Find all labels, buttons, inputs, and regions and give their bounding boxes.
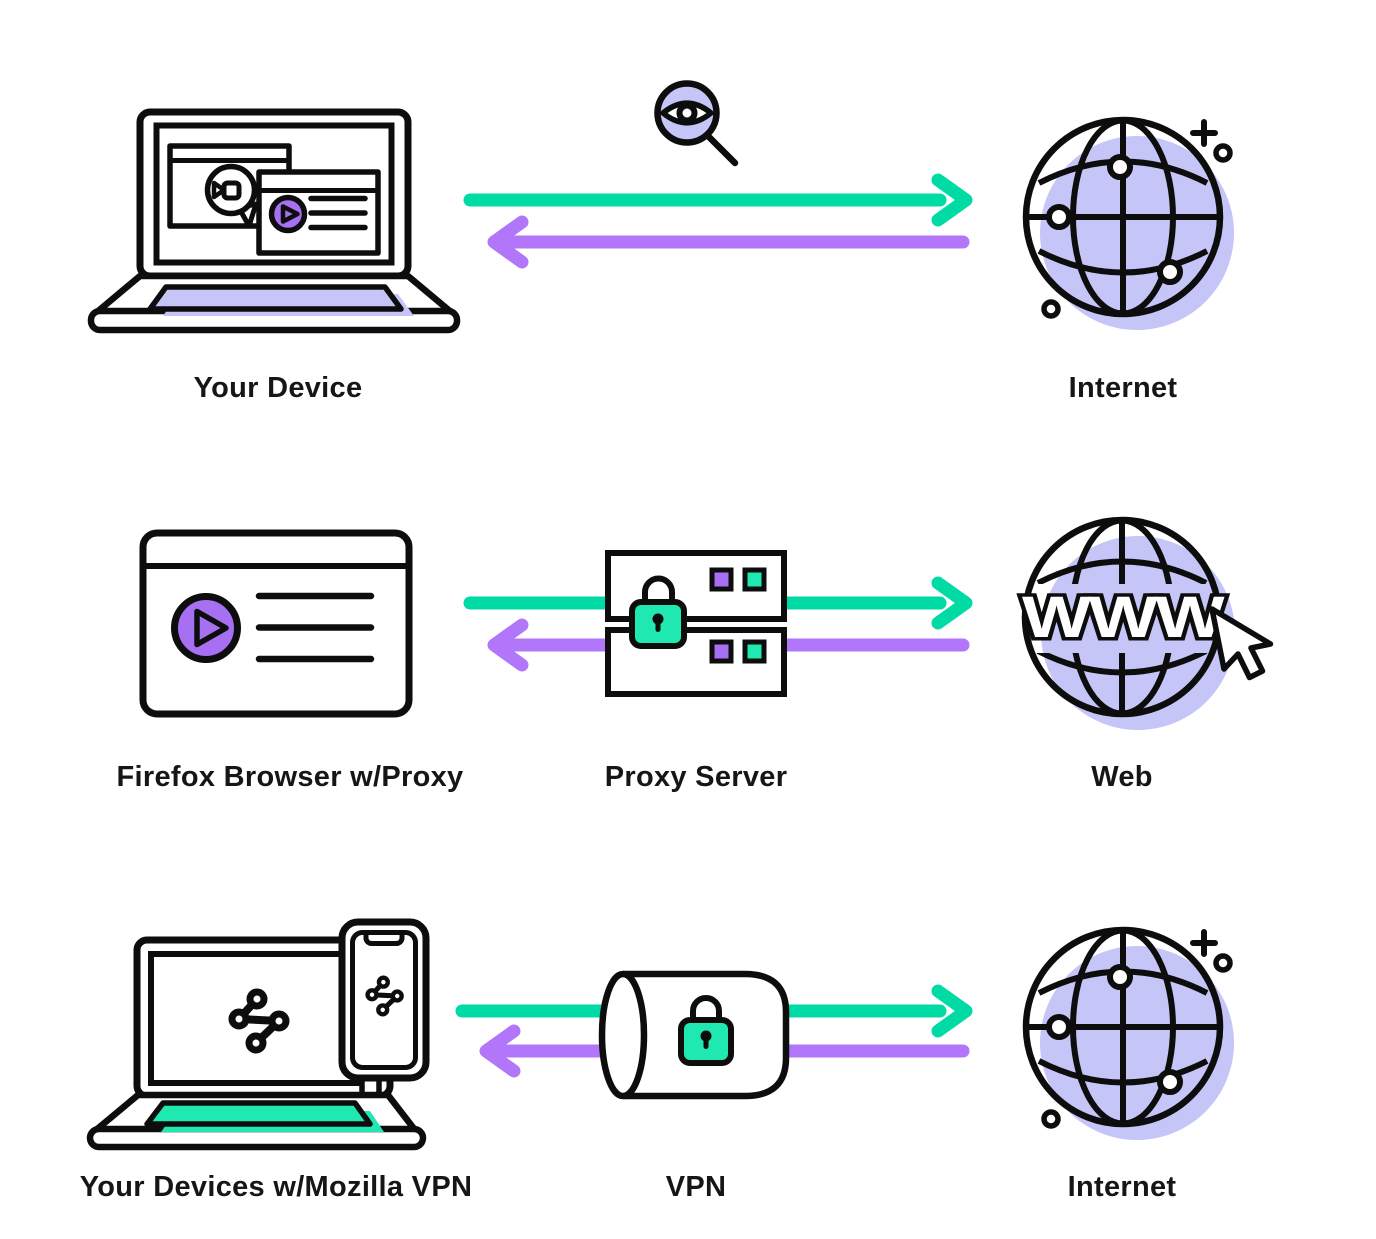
keyboard — [144, 1100, 373, 1127]
label-your-devices-vpn: Your Devices w/Mozilla VPN — [80, 1171, 472, 1203]
laptop-browser-windows-icon — [87, 108, 461, 334]
label-internet-row1: Internet — [1069, 372, 1178, 404]
cursor-icon — [1209, 606, 1274, 681]
internet-globe-icon — [1026, 120, 1234, 330]
lock-icon — [629, 575, 687, 649]
server-led-purple — [709, 567, 734, 592]
play-button-icon — [171, 593, 241, 663]
response-arrow-row3 — [479, 1024, 970, 1078]
label-vpn: VPN — [666, 1171, 727, 1203]
phone-notch — [363, 933, 405, 946]
server-led-green — [742, 567, 767, 592]
proxy-server-lock-icon — [605, 550, 787, 697]
request-arrow-row1 — [463, 173, 973, 227]
vpn-tunnel-lock-icon — [598, 970, 790, 1100]
label-web: Web — [1091, 761, 1153, 793]
response-arrow-row1 — [487, 215, 970, 269]
www-globe-cursor-icon: WWW — [1019, 516, 1274, 730]
label-internet-row3: Internet — [1068, 1171, 1177, 1203]
server-led-green — [742, 639, 767, 664]
keyboard — [147, 284, 404, 312]
play-button-icon — [268, 194, 308, 234]
browser-window-play-icon — [139, 529, 413, 718]
laptop-phone-vpn-icon — [86, 918, 430, 1151]
request-arrow-row3 — [455, 984, 973, 1038]
label-proxy-server: Proxy Server — [605, 761, 788, 793]
label-firefox-browser: Firefox Browser w/Proxy — [117, 761, 464, 793]
internet-globe-icon — [1026, 930, 1234, 1140]
label-your-device: Your Device — [194, 372, 363, 404]
lock-icon — [678, 995, 734, 1066]
video-camera-icon — [211, 180, 227, 200]
www-text: WWW — [1022, 585, 1225, 650]
surveillance-eye-magnifier-icon — [654, 80, 739, 167]
server-led-purple — [709, 639, 734, 664]
